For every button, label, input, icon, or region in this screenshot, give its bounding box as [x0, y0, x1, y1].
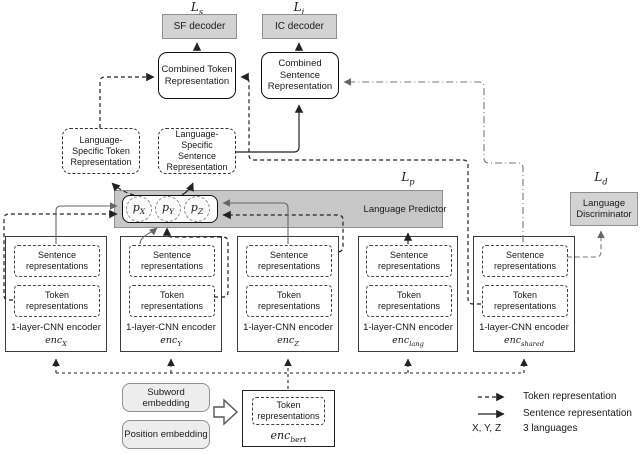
encoder-lang-box: Sentence representations Token represent… — [358, 236, 458, 352]
encoder-shared-box: Sentence representations Token represent… — [473, 236, 575, 352]
p-z-circle: pZ — [184, 196, 210, 222]
arrow-lssentence-to-combined-sentence — [236, 104, 304, 153]
sentence-representations-box: Sentence representations — [14, 245, 100, 277]
p-y-circle: pY — [155, 196, 181, 222]
encoder-name: encX — [45, 335, 67, 348]
bert-encoder-name: encbert — [270, 429, 307, 445]
legend-xyz-label: X, Y, Z — [472, 423, 502, 434]
cnn-encoder-label: 1-layer-CNN encoder — [479, 322, 569, 333]
language-predictor-label: Language Predictor — [363, 203, 447, 215]
sentence-representations-box: Sentence representations — [129, 245, 215, 277]
arrow-lstoken-to-combined-token — [99, 72, 155, 128]
bert-encoder-box: Token representations encbert — [242, 390, 335, 447]
subword-embedding-box: Subword embedding — [122, 383, 210, 412]
token-representations-box: Token representations — [366, 285, 452, 317]
legend-languages-label: 3 languages — [523, 423, 578, 434]
loss-li: Li — [293, 0, 305, 17]
loss-ld: Ld — [594, 170, 608, 187]
encoder-name: enclang — [392, 335, 424, 348]
language-specific-token-representation-box: Language-Specific Token Representation — [62, 128, 140, 174]
cnn-encoder-label: 1-layer-CNN encoder — [11, 322, 101, 333]
encoder-z-box: Sentence representations Token represent… — [237, 236, 339, 352]
legend-sentence-label: Sentence representation — [523, 408, 632, 419]
encoder-y-box: Sentence representations Token represent… — [120, 236, 222, 352]
ic-decoder-box: IC decoder — [262, 14, 337, 39]
token-representations-box: Token representations — [14, 285, 100, 317]
position-embedding-box: Position embedding — [122, 420, 210, 449]
combined-sentence-representation-box: Combined Sentence Representation — [261, 52, 339, 99]
sf-decoder-box: SF decoder — [162, 14, 237, 39]
cnn-encoder-label: 1-layer-CNN encoder — [243, 322, 333, 333]
encoder-x-box: Sentence representations Token represent… — [5, 236, 107, 352]
sentence-representations-box: Sentence representations — [246, 245, 332, 277]
cnn-encoder-label: 1-layer-CNN encoder — [363, 322, 453, 333]
loss-lp: Lp — [401, 170, 415, 187]
loss-ls: Ls — [190, 0, 204, 17]
sentence-representations-box: Sentence representations — [366, 245, 452, 277]
language-specific-sentence-representation-box: Language-Specific Sentence Representatio… — [158, 128, 236, 174]
bert-token-representations-box: Token representations — [252, 397, 325, 425]
embeddings-to-bert-arrow-icon — [213, 398, 239, 426]
token-representations-box: Token representations — [482, 285, 568, 317]
encoder-name: encZ — [277, 335, 299, 348]
language-discriminator-box: Language Discriminator — [570, 192, 638, 226]
legend-token-label: Token representation — [523, 391, 617, 402]
p-x-circle: pX — [126, 196, 152, 222]
cnn-encoder-label: 1-layer-CNN encoder — [126, 322, 216, 333]
encoder-name: encshared — [503, 335, 545, 348]
token-representations-box: Token representations — [246, 285, 332, 317]
encoder-name: encY — [160, 335, 182, 348]
sentence-representations-box: Sentence representations — [482, 245, 568, 277]
combined-token-representation-box: Combined Token Representation — [158, 52, 236, 99]
token-representations-box: Token representations — [129, 285, 215, 317]
